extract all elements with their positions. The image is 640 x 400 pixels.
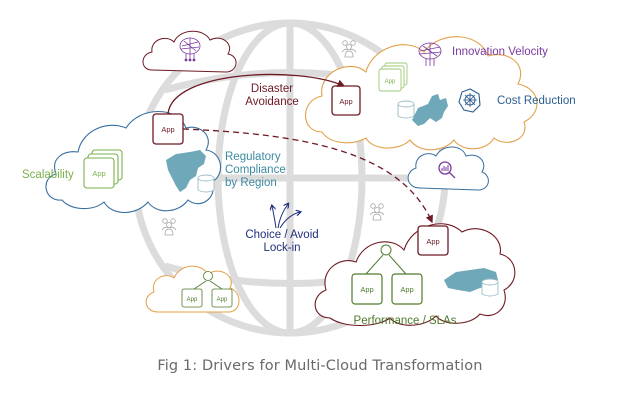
node-circle xyxy=(203,271,213,281)
figure-caption: Fig 1: Drivers for Multi-Cloud Transform… xyxy=(157,358,483,374)
label-innovation-velocity: Innovation Velocity xyxy=(452,46,548,58)
ai-brain-icon xyxy=(179,37,201,62)
app-label: App xyxy=(426,237,439,246)
label-choice-2: Lock-in xyxy=(263,242,300,254)
database-icon xyxy=(197,174,215,193)
cloud-analytics-blue xyxy=(407,146,489,191)
migration-dashed-arrow xyxy=(182,128,433,224)
app-box-small: App xyxy=(181,288,203,308)
label-scalability: Scalability xyxy=(22,169,74,181)
app-box-performance-1: App xyxy=(351,273,383,305)
app-label: App xyxy=(161,125,174,134)
database-icon xyxy=(397,100,415,119)
people-group-icon xyxy=(161,218,177,236)
app-stack-scalability: App xyxy=(83,149,123,189)
app-box-source: App xyxy=(152,113,184,145)
label-disaster-1: Disaster xyxy=(251,83,293,95)
label-choice-1: Choice / Avoid xyxy=(245,229,318,241)
app-box-performance-2: App xyxy=(391,273,423,305)
label-performance: Performance / SLAs xyxy=(354,315,457,327)
label-regulatory-1: Regulatory xyxy=(225,151,281,163)
app-label: App xyxy=(92,169,105,178)
cloud-asia-maroon: App App App Performance / SLAs xyxy=(314,223,516,327)
disaster-avoidance-arrow xyxy=(167,73,346,115)
app-stack-green-small: App xyxy=(378,62,408,92)
europe-map-icon xyxy=(412,94,448,126)
cloud-ai-maroon xyxy=(142,30,237,73)
label-cost-reduction: Cost Reduction xyxy=(497,95,576,107)
people-group-icon xyxy=(341,40,357,58)
app-label: App xyxy=(400,285,413,294)
north-america-map-icon xyxy=(166,150,206,192)
analytics-search-icon xyxy=(438,161,456,179)
app-box-disaster-target: App xyxy=(331,85,361,116)
ai-brain-icon xyxy=(418,42,442,66)
cloud-north-america-blue: App Scalability App xyxy=(22,110,222,214)
label-disaster-2: Avoidance xyxy=(245,96,299,108)
diverging-arrows-icon xyxy=(272,204,300,229)
cloud-small-orange: App App xyxy=(145,265,240,313)
app-label: App xyxy=(217,297,228,303)
kubernetes-wheel-icon xyxy=(458,88,481,113)
database-icon xyxy=(481,278,499,297)
app-box-destination: App xyxy=(417,225,449,256)
app-label: App xyxy=(339,97,352,106)
app-label: App xyxy=(360,285,373,294)
node-circle xyxy=(380,244,392,256)
app-label: App xyxy=(385,79,396,85)
label-regulatory-3: by Region xyxy=(225,177,277,189)
app-label: App xyxy=(187,297,198,303)
cloud-europe-orange: Innovation Velocity Cost Reduction App A… xyxy=(305,36,576,151)
label-regulatory-2: Compliance xyxy=(225,164,286,176)
people-group-icon xyxy=(369,203,385,221)
app-box-small: App xyxy=(211,288,233,308)
